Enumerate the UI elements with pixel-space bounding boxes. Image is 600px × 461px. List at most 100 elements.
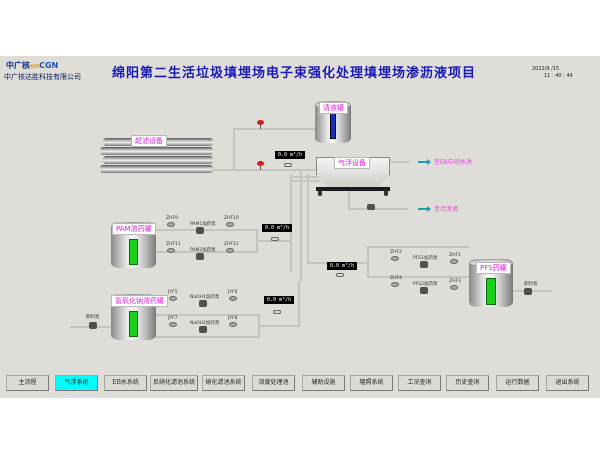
nav-eb-water-system[interactable]: EB水系统	[104, 375, 147, 391]
logo-brand: 中广核	[6, 61, 30, 70]
valve-icon[interactable]	[229, 296, 237, 301]
valve-label: ZHF12	[224, 242, 239, 247]
membrane-tube	[100, 165, 213, 173]
valve-icon[interactable]	[229, 322, 237, 327]
nav-denitrification-filter[interactable]: 反硝化滤池系统	[150, 375, 198, 391]
pump-icon[interactable]	[199, 300, 207, 307]
nav-bar: 主流程 气浮系统 EB水系统 反硝化滤池系统 硝化滤池系统 深度处理池 辅助设施…	[0, 372, 600, 394]
company-logo: 中广核ᔕCGN	[6, 60, 58, 71]
to-eb-pool-label: 至EB中间水池	[434, 159, 472, 166]
page-title: 绵阳第二生活垃圾填埋场电子束强化处理填埋场渗沥液项目	[112, 66, 477, 81]
nav-nitrification-filter[interactable]: 硝化滤池系统	[202, 375, 245, 391]
pump-label: 卸料泵	[524, 282, 538, 287]
valve-label: JYF5	[168, 290, 178, 295]
pipe	[300, 171, 302, 281]
naoh-tank-label: 氢氧化钠溶药罐	[111, 295, 168, 307]
flotation-flow-meter: 0.0 m³/h	[275, 151, 306, 159]
red-valve-icon[interactable]	[257, 120, 264, 125]
pump-icon[interactable]	[199, 326, 207, 333]
nav-main-flow[interactable]: 主流程	[6, 375, 49, 391]
pipe	[367, 246, 469, 248]
flowmeter-icon	[273, 310, 281, 314]
nav-irradiation-system[interactable]: 辐照系统	[350, 375, 393, 391]
pipe	[348, 174, 350, 210]
pump-icon[interactable]	[420, 261, 428, 268]
nav-condition-query[interactable]: 工况查询	[398, 375, 441, 391]
pump-label: PAM1加药泵	[190, 222, 216, 227]
pfs-tank-label: PFS药罐	[476, 262, 511, 274]
sludge-valve-icon[interactable]	[367, 204, 375, 210]
pipe	[154, 314, 260, 316]
naoh-flow-meter: 0.0 m³/h	[264, 296, 295, 304]
pipe	[512, 290, 552, 292]
pfs-level-bar	[486, 278, 496, 305]
valve-icon[interactable]	[391, 256, 399, 261]
pipe	[367, 276, 469, 278]
membrane-tube	[103, 156, 213, 164]
pipe	[256, 240, 292, 242]
valve-label: JYF7	[168, 316, 178, 321]
pump-icon[interactable]	[524, 288, 532, 295]
nav-exit-system[interactable]: 退出系统	[546, 375, 589, 391]
logo-cgn: CGN	[39, 61, 59, 70]
valve-label: ZHF2	[390, 250, 402, 255]
pump-label: PFS1加药泵	[413, 256, 438, 261]
nav-operation-data[interactable]: 运行数据	[496, 375, 539, 391]
pipe	[292, 180, 320, 182]
to-sludge-pool-label: 至污泥池	[434, 206, 459, 213]
valve-icon[interactable]	[226, 222, 234, 227]
pipe	[233, 128, 316, 130]
flotation-base	[316, 187, 390, 191]
valve-label: JYF8	[228, 316, 238, 321]
pipe	[307, 186, 309, 264]
ultrafilter-label: 超滤设备	[131, 135, 167, 147]
valve-label: ZHF11	[166, 242, 181, 247]
naoh-level-bar	[129, 311, 138, 337]
pump-icon[interactable]	[89, 322, 97, 329]
pam-tank-label: PAM溶药罐	[112, 223, 156, 235]
flowmeter-icon	[284, 163, 292, 167]
pump-label: NaOH2加药泵	[190, 321, 220, 326]
arrow-right-icon	[418, 206, 431, 212]
valve-icon[interactable]	[169, 322, 177, 327]
flowmeter-icon	[336, 273, 344, 277]
nav-flotation-system[interactable]: 气浮系统	[55, 375, 98, 391]
time-display: 11 : 40 : 44	[544, 73, 573, 79]
membrane-tube	[100, 147, 213, 155]
nav-advanced-treatment[interactable]: 深度处理池	[252, 375, 295, 391]
nav-history-query[interactable]: 历史查询	[446, 375, 489, 391]
clear-tank-label: 清液罐	[319, 102, 348, 114]
flowmeter-icon	[271, 237, 279, 241]
pipe	[298, 281, 300, 327]
pump-icon[interactable]	[196, 253, 204, 260]
pipe	[293, 176, 321, 178]
arrow-right-icon	[418, 159, 431, 165]
valve-label: ZHF10	[224, 216, 239, 221]
valve-icon[interactable]	[169, 296, 177, 301]
pipe	[258, 325, 300, 327]
flotation-leg	[318, 190, 322, 196]
pipe	[233, 128, 235, 170]
pump-icon[interactable]	[196, 227, 204, 234]
valve-icon[interactable]	[167, 248, 175, 253]
nav-auxiliary-facilities[interactable]: 辅助设施	[302, 375, 345, 391]
valve-label: ZHF4	[390, 276, 402, 281]
valve-icon[interactable]	[450, 259, 458, 264]
valve-icon[interactable]	[391, 282, 399, 287]
valve-icon[interactable]	[450, 285, 458, 290]
valve-label: JYF6	[228, 290, 238, 295]
valve-label: ZHF9	[166, 216, 178, 221]
pfs-flow-meter: 0.0 m³/h	[327, 262, 358, 270]
pipe	[367, 246, 369, 278]
pam-level-bar	[129, 239, 138, 265]
pump-label: PFS2加药泵	[413, 282, 438, 287]
pump-label: 卸料泵	[86, 315, 100, 320]
pump-icon[interactable]	[420, 287, 428, 294]
pipe	[390, 161, 410, 163]
logo-swirl-icon: ᔕ	[30, 61, 40, 70]
valve-icon[interactable]	[226, 248, 234, 253]
valve-icon[interactable]	[167, 222, 175, 227]
pipe	[154, 229, 258, 231]
red-valve-icon[interactable]	[257, 161, 264, 166]
valve-label: ZHF1	[449, 253, 461, 258]
